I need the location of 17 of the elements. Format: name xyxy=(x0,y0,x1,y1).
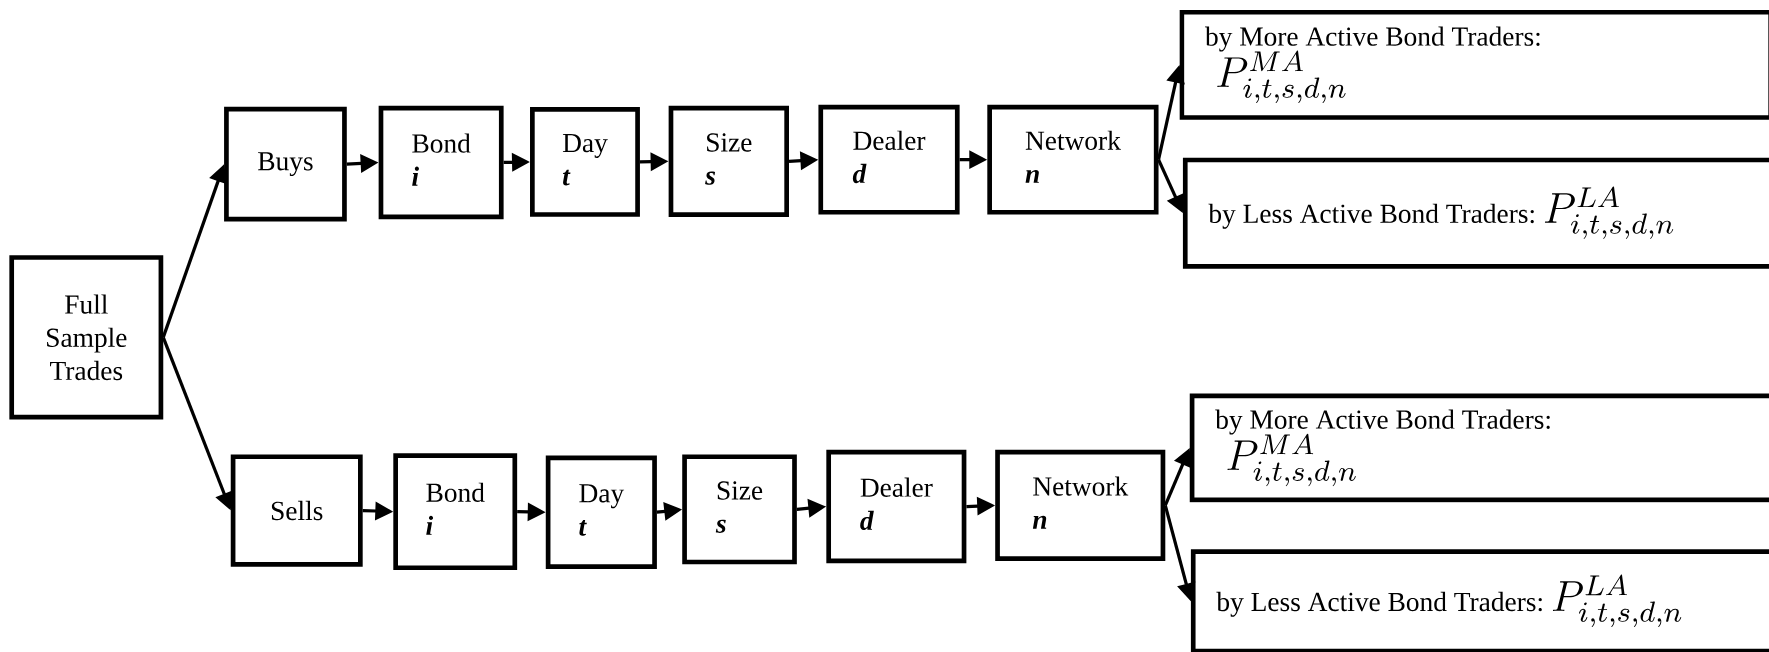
process-box: Day t xyxy=(545,455,657,569)
process-box: by Less Active Bond Traders: $P_{i,t,s,d,n}^{LA}$ xyxy=(1182,157,1769,269)
process-box: Network n xyxy=(995,449,1166,561)
process-box: Full Sample Trades xyxy=(9,255,164,420)
process-box: Day t xyxy=(530,106,640,217)
process-box: by More Active Bond Traders: $P_{i,t,s,d,n}^{MA}$ xyxy=(1179,9,1769,120)
process-box: Network n xyxy=(987,104,1159,215)
process-box: by More Active Bond Traders: $P_{i,t,s,d,n}^{MA}$ xyxy=(1189,393,1769,503)
process-box: by Less Active Bond Traders: $P_{i,t,s,d,n}^{LA}$ xyxy=(1190,549,1769,652)
process-box: Size s xyxy=(668,105,789,217)
process-box: Sells xyxy=(230,454,363,567)
process-box: Dealer d xyxy=(826,449,967,564)
process-box: Dealer d xyxy=(818,104,960,215)
process-box: Buys xyxy=(224,106,347,222)
process-box: Size s xyxy=(682,454,797,565)
process-box: Bond i xyxy=(378,105,504,220)
process-box: Bond i xyxy=(393,453,518,571)
